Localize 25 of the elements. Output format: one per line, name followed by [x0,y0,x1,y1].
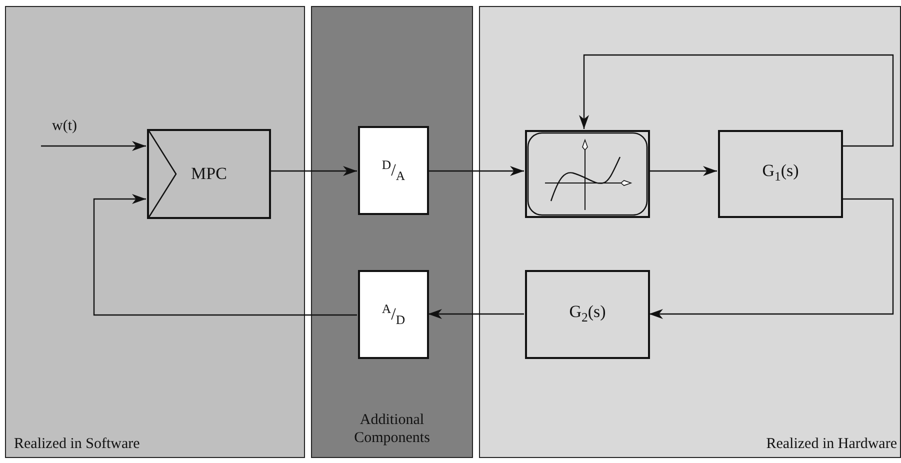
software-panel [5,6,305,458]
components-panel [311,6,473,458]
arrow [270,166,357,176]
converter-block [358,126,429,215]
arrow [579,54,894,147]
block-label: $^{A}$/$_{D}$ [382,300,406,330]
converter-block [358,270,429,359]
transfer-function-block [525,270,650,359]
arrow [649,166,717,176]
arrow [428,166,524,176]
arrow [649,198,894,319]
block-label: G$_{1}$(s) [762,160,799,186]
block-label: MPC [191,163,227,185]
hardware-panel [479,6,901,458]
controller-block [147,129,271,219]
panel-label: Additional Components [353,411,431,447]
block-label: G$_{2}$(s) [569,300,606,326]
panel-label: Realized in Hardware [766,435,897,453]
edge-label: w(t) [52,118,77,135]
transfer-function-block [718,130,843,218]
panel-label: Realized in Software [14,435,140,453]
arrow [428,309,524,319]
arrow [41,141,146,151]
arrow [93,194,357,316]
block-label: $^{D}$/$_{A}$ [382,156,406,186]
